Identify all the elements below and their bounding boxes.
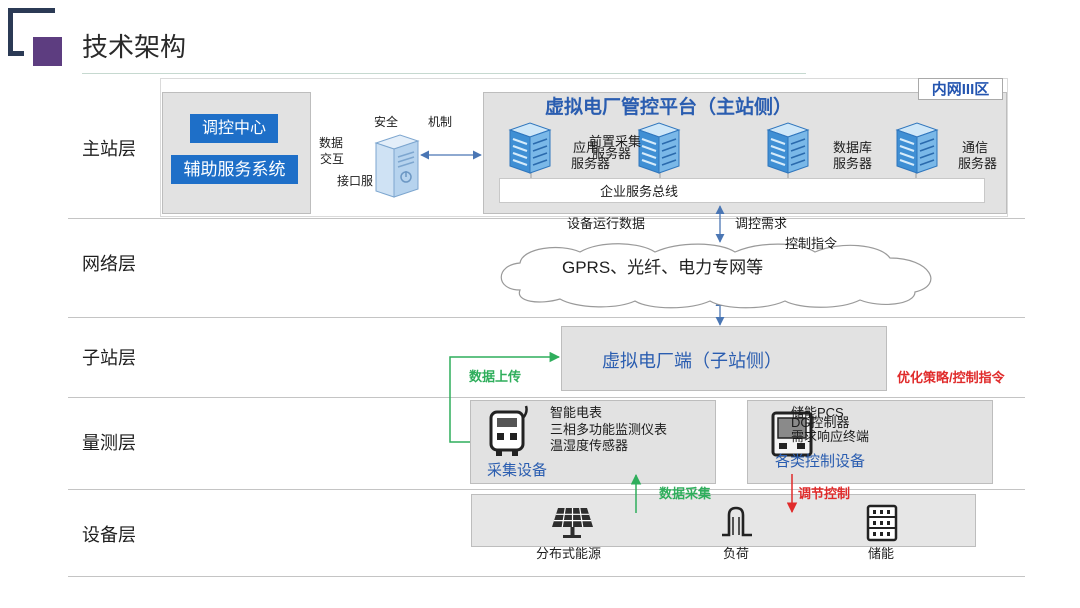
data-upload-label: 数据上传 — [469, 369, 522, 384]
control-command-label: 控制指令 — [785, 236, 838, 251]
control-center-node: 调控中心 — [190, 114, 278, 143]
server-label-line2: 服务器 — [833, 156, 873, 171]
collection-item: 温湿度传感器 — [550, 438, 629, 453]
aux-service-system-node: 辅助服务系统 — [171, 155, 298, 184]
layer-label-network: 网络层 — [82, 254, 136, 274]
corner-bracket-logo-icon — [8, 8, 62, 66]
enterprise-service-bus — [499, 178, 985, 203]
solar-panel-icon — [552, 507, 593, 538]
server-label-line1: 前置采集 — [589, 134, 642, 149]
device-label-storage: 储能 — [868, 546, 895, 561]
regulation-control-label: 调节控制 — [798, 486, 851, 501]
layer-divider — [68, 218, 1025, 219]
server-label-line2: 服务器 — [958, 156, 998, 171]
data-collection-label: 数据采集 — [659, 486, 712, 501]
substation-label: 虚拟电厂端（子站侧） — [602, 351, 782, 371]
application-server-icon — [508, 122, 552, 174]
server-label-line1: 通信 — [962, 140, 989, 155]
platform-title: 虚拟电厂管控平台（主站侧） — [545, 97, 793, 118]
collection-item: 三相多功能监测仪表 — [550, 422, 668, 437]
device-label-load: 负荷 — [723, 546, 750, 561]
data-label: 数据 — [319, 136, 344, 150]
control-item: 储能PCS — [791, 405, 844, 420]
smart-meter-icon — [489, 405, 528, 456]
front-end-collection-server-icon — [637, 122, 681, 174]
layer-label-measure: 量测层 — [82, 433, 136, 453]
layer-divider — [68, 397, 1025, 398]
battery-storage-icon — [866, 504, 898, 542]
dispatch-demand-label: 调控需求 — [735, 216, 788, 231]
control-item: 需求响应终端 — [791, 429, 870, 444]
control-item: DG控制器 — [791, 415, 850, 430]
bus-label: 企业服务总线 — [600, 184, 679, 199]
server-label-line1: 应用 — [573, 140, 600, 155]
strategy-command-label: 优化策略/控制指令 — [897, 370, 1005, 385]
network-cloud-label: GPRS、光纤、电力专网等 — [562, 258, 764, 277]
load-icon — [722, 506, 752, 537]
database-server-icon — [766, 122, 810, 174]
server-label-line1: 数据库 — [833, 140, 873, 155]
layer-divider — [68, 489, 1025, 490]
mechanism-label: 机制 — [428, 115, 453, 129]
layer-label-substation: 子站层 — [82, 348, 136, 368]
device-label-distributed-energy: 分布式能源 — [536, 546, 602, 561]
exchange-label: 交互 — [320, 152, 345, 166]
interface-server-label: 接口服 — [337, 174, 374, 188]
substation-box — [561, 326, 887, 391]
server-label-line2: 服务器 — [592, 146, 632, 161]
collection-item: 智能电表 — [550, 405, 603, 420]
title-underline — [82, 73, 806, 74]
interface-server-icon — [374, 134, 420, 198]
server-label-line2: 服务器 — [571, 156, 611, 171]
collection-devices-title: 采集设备 — [487, 462, 548, 479]
communication-server-icon — [895, 122, 939, 174]
control-devices-title: 各类控制设备 — [775, 453, 866, 470]
zone-tag: 内网III区 — [918, 78, 1003, 100]
layer-label-device: 设备层 — [82, 525, 136, 545]
layer-divider — [68, 317, 1025, 318]
page-title: 技术架构 — [82, 32, 187, 62]
dispatch-systems-box — [162, 92, 311, 214]
security-label: 安全 — [374, 115, 399, 129]
layer-label-master: 主站层 — [82, 139, 136, 159]
control-terminal-icon — [771, 411, 813, 457]
layer-divider — [68, 576, 1025, 577]
device-data-label: 设备运行数据 — [567, 216, 646, 231]
